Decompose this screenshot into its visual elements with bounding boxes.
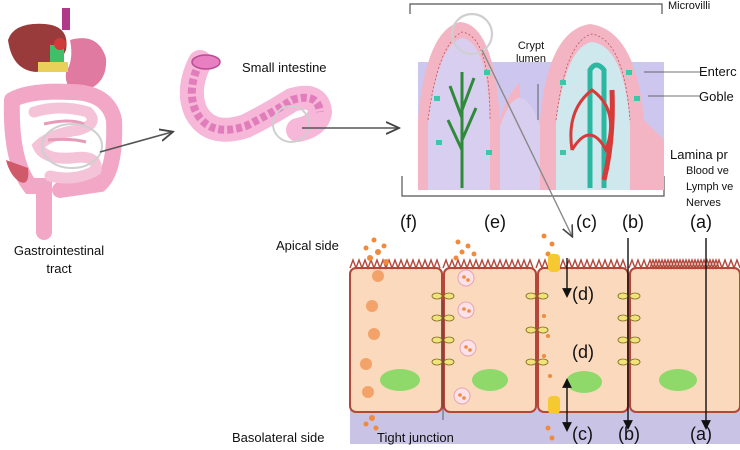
villus-illustration [401,3,700,236]
nucleus [472,369,508,391]
route-label-f: (f) [400,212,417,232]
route-label-c-bottom: (c) [572,424,593,444]
label-gi-tract: Gastrointestinal tract [13,243,105,276]
label-tight-junction: Tight junction [377,430,454,445]
route-label-d-upper: (d) [572,284,594,304]
label-enterocytes: Enterc [699,64,737,79]
label-goblet: Goble [699,89,734,104]
label-crypt-lumen: Crypt lumen [516,40,546,65]
route-label-b-bottom: (b) [618,424,640,444]
gi-tract-illustration [3,8,172,240]
label-small-intestine: Small intestine [242,60,327,75]
label-lymph-vessels: Lymph ve [686,181,734,193]
route-label-c-top: (c) [576,212,597,232]
route-e-vesicles [453,239,477,405]
nucleus [566,371,602,393]
epithelium-illustration [349,233,740,444]
route-label-a-bottom: (a) [690,424,712,444]
route-label-e: (e) [484,212,506,232]
small-intestine-illustration [179,50,398,143]
route-label-b-top: (b) [622,212,644,232]
nucleus [380,369,420,391]
label-basolateral-side: Basolateral side [232,430,325,445]
label-blood-vessels: Blood ve [686,165,729,177]
route-label-d-lower: (d) [572,342,594,362]
label-apical-side: Apical side [276,238,339,253]
label-microvilli: Microvilli [668,0,711,12]
label-lamina-propria: Lamina pr [670,147,728,162]
epithelial-cell-4 [629,267,740,413]
nucleus [659,369,697,391]
label-nerves: Nerves [686,197,721,209]
route-c-d-particles [541,233,560,441]
route-f-particles [360,237,389,431]
route-label-a-top: (a) [690,212,712,232]
